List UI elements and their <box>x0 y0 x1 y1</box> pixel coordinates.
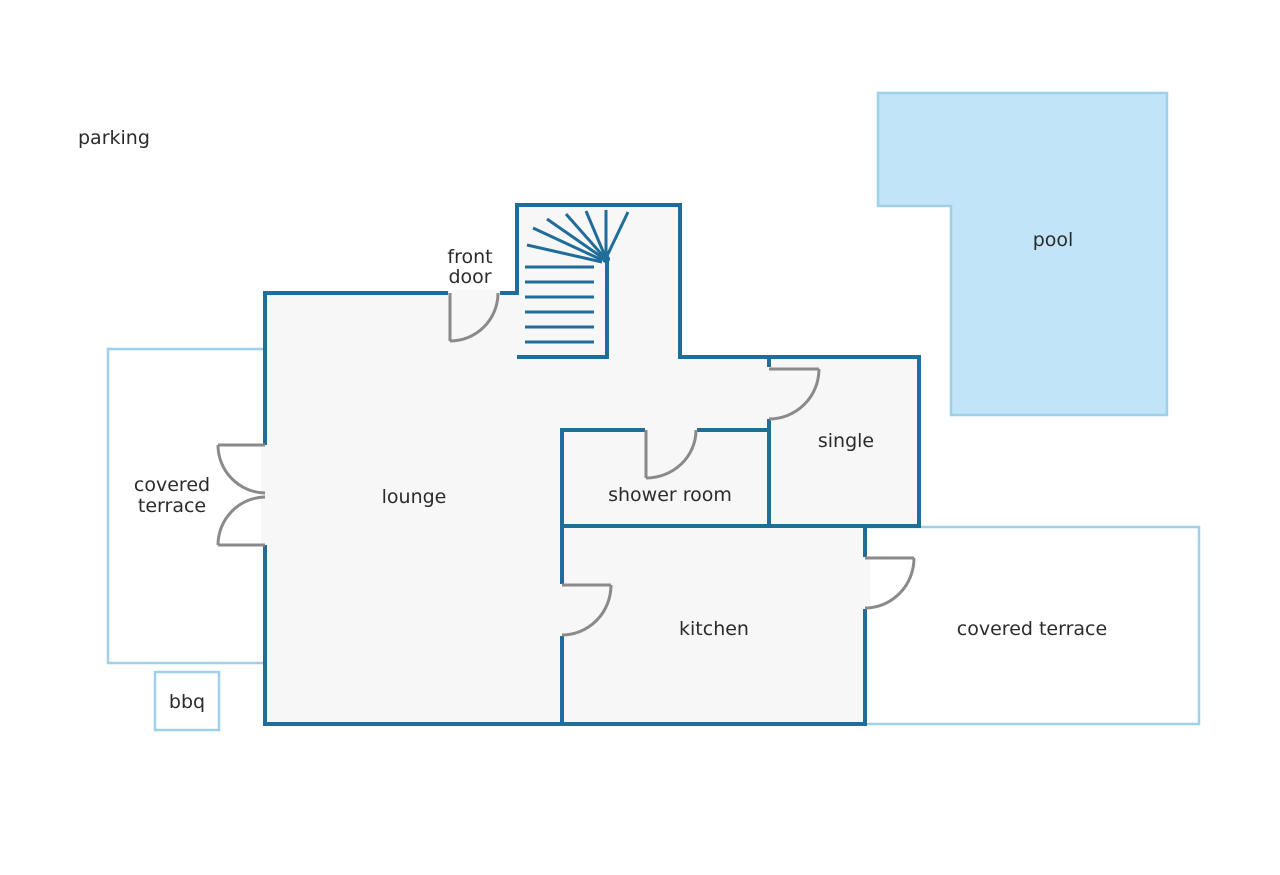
covered-terrace-west-label-line1: covered <box>134 474 210 496</box>
bbq-area <box>153 670 221 732</box>
kitchen-east-door[interactable] <box>864 556 916 610</box>
covered-terrace-west-label-line2: terrace <box>138 495 206 517</box>
exterior-wall <box>263 203 921 726</box>
pool-area <box>876 91 1169 417</box>
front-door-label-line1: front <box>447 246 492 268</box>
pool-label: pool <box>1033 229 1074 251</box>
kitchen-label: kitchen <box>679 618 749 640</box>
single-label: single <box>818 430 874 452</box>
stair-well-wall <box>517 258 609 359</box>
kitchen-west-door[interactable] <box>561 583 613 637</box>
kitchen-west-door-gap <box>558 584 567 636</box>
kitchen-east-door-gap <box>861 557 870 609</box>
terrace-double-door[interactable] <box>216 443 266 547</box>
single-door-gap <box>765 367 774 419</box>
parking-label: parking <box>78 127 150 149</box>
covered-terrace-east-label: covered terrace <box>957 618 1107 640</box>
covered-terrace-east-area <box>863 525 1201 726</box>
terrace-door-gap <box>261 445 270 545</box>
single-room-door[interactable] <box>768 367 821 421</box>
front-door-label-line2: door <box>448 266 491 288</box>
front-door[interactable] <box>448 292 500 343</box>
shower-room-door[interactable] <box>644 429 698 480</box>
staircase <box>525 210 630 344</box>
shower-room-label: shower room <box>608 484 732 506</box>
front-door-gap <box>448 290 500 298</box>
lounge-label: lounge <box>382 486 447 508</box>
interior-floor <box>265 205 919 724</box>
shower-door-gap <box>645 426 697 435</box>
bbq-label: bbq <box>169 691 205 713</box>
